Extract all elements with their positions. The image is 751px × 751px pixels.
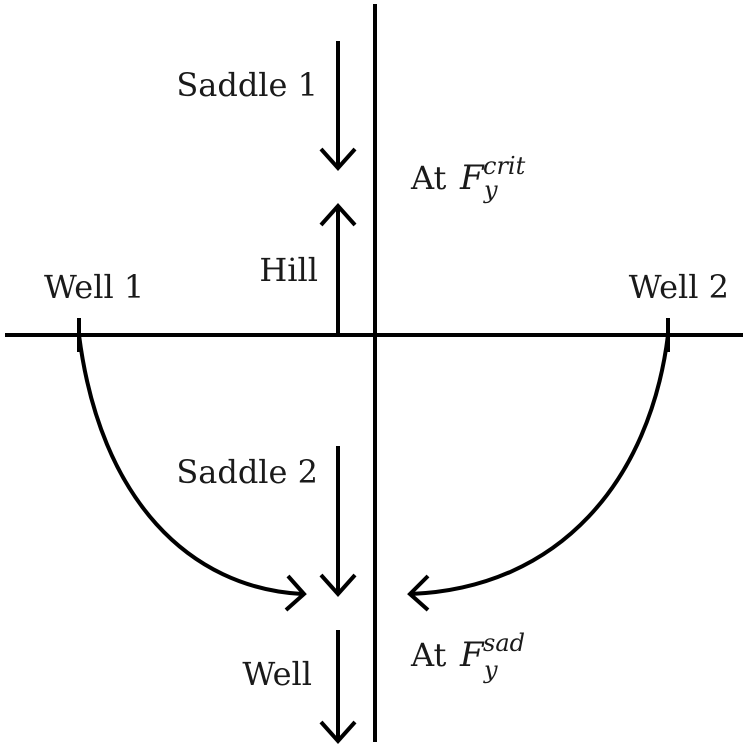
well-1-label: Well 1 [44, 268, 144, 306]
crit-prefix: At [410, 159, 447, 197]
sad-condition-label: At F sad y [410, 629, 525, 684]
saddle-1-label: Saddle 1 [176, 66, 318, 104]
sad-prefix: At [410, 636, 447, 674]
saddle-2-label: Saddle 2 [176, 453, 318, 491]
crit-symbol: F [459, 158, 485, 198]
sad-superscript: sad [483, 629, 525, 657]
well-arrow [319, 630, 357, 744]
sad-symbol: F [459, 635, 485, 675]
saddle-2-arrow [319, 446, 357, 597]
well-2-curve-arrow [407, 334, 670, 612]
crit-subscript: y [483, 176, 498, 204]
saddle-1-arrow [319, 41, 357, 171]
well-label: Well [242, 655, 312, 693]
sad-subscript: y [483, 656, 498, 684]
crit-superscript: crit [483, 152, 526, 180]
hill-arrow [319, 203, 357, 335]
hill-label: Hill [259, 251, 318, 289]
crit-condition-label: At F crit y [410, 152, 526, 204]
well-1-curve-arrow [77, 334, 307, 612]
well-2-label: Well 2 [629, 268, 729, 306]
